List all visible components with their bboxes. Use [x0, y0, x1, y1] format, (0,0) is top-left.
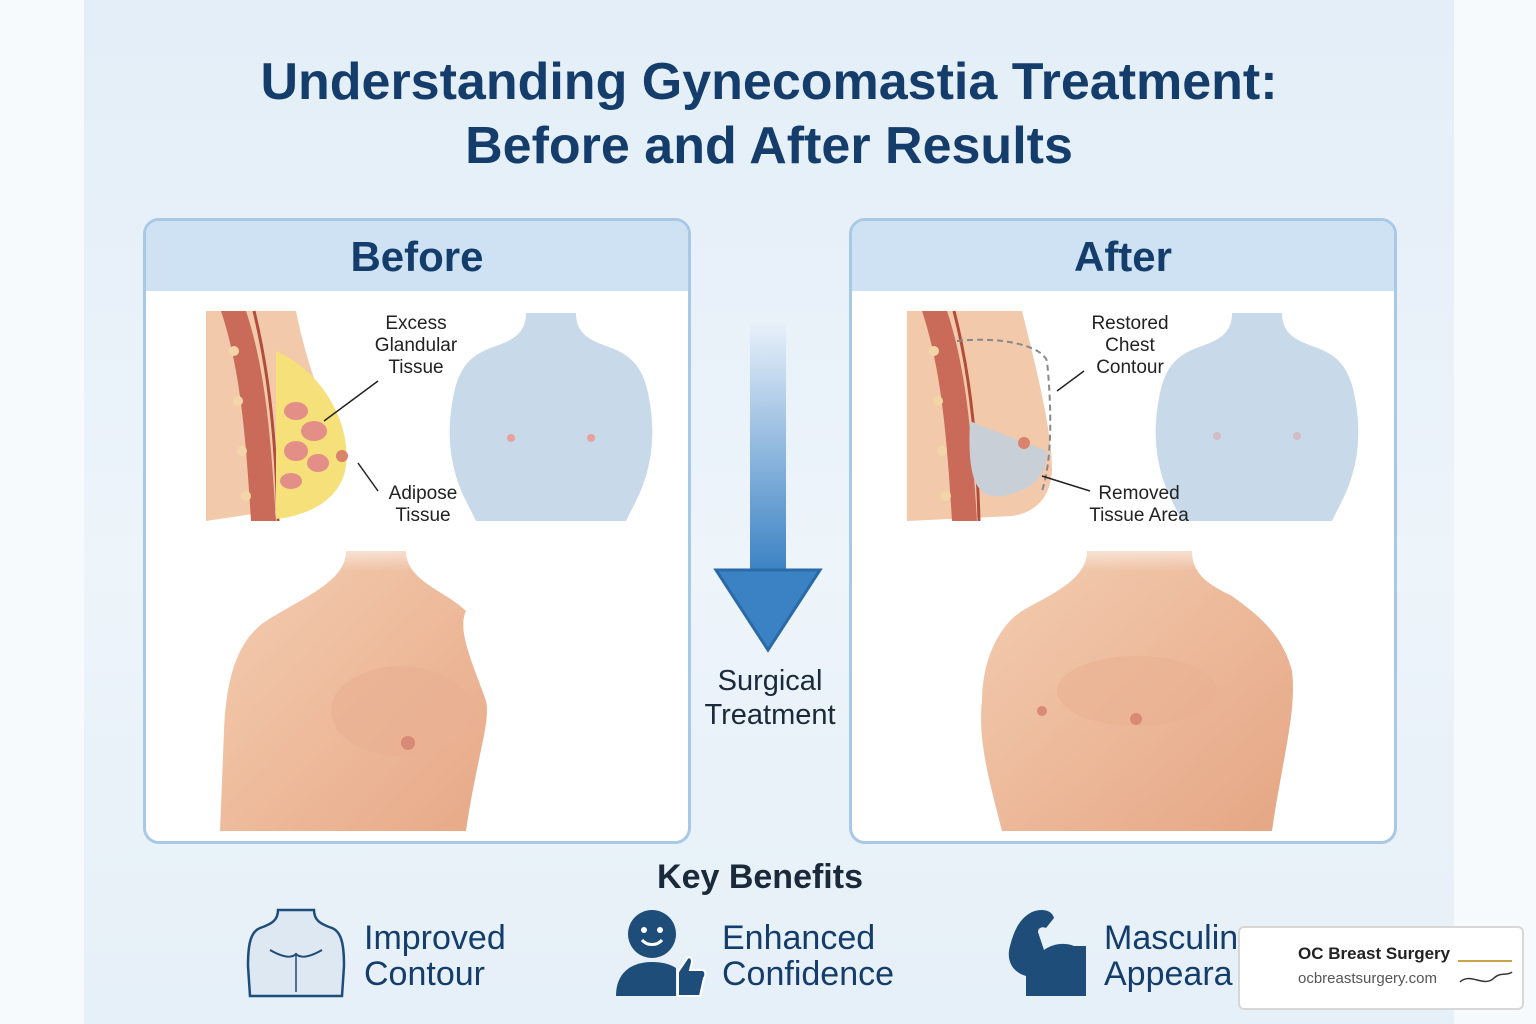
label-removed-tissue: Removed Tissue Area [1089, 483, 1189, 526]
benefit-masculine-appearance: Masculin Appeara [1104, 919, 1239, 993]
label-excess-glandular: Excess Glandular Tissue [374, 313, 458, 378]
title-line-2: Before and After Results [465, 117, 1073, 175]
label-restored-contour: Restored Chest Contour [1091, 313, 1169, 378]
key-benefits-title: Key Benefits [657, 858, 863, 896]
flexed-arm-icon [1008, 910, 1086, 996]
watermark-logo-icon [1454, 942, 1516, 994]
watermark-url: ocbreastsurgery.com [1298, 970, 1437, 987]
label-adipose: Adipose Tissue [388, 483, 458, 526]
after-panel: After [849, 218, 1397, 844]
after-torso-skin [981, 531, 1293, 831]
torso-outline-icon [246, 908, 346, 998]
after-illustration [907, 310, 1359, 831]
before-panel: Before [143, 218, 691, 844]
watermark-name: OC Breast Surgery [1298, 944, 1451, 963]
contour-pointer [1056, 370, 1085, 392]
before-illustration [206, 310, 653, 831]
before-torso-blue [449, 313, 653, 521]
surgical-treatment-label: Surgical Treatment [704, 665, 836, 731]
down-arrow-icon [713, 320, 823, 653]
glandular-pointer [323, 380, 379, 422]
benefit-enhanced-confidence: Enhanced Confidence [722, 919, 895, 993]
after-heading: After [852, 221, 1394, 291]
watermark-card[interactable]: OC Breast Surgery ocbreastsurgery.com [1238, 926, 1524, 1010]
removed-pointer [1041, 475, 1091, 492]
page-title: Understanding Gynecomastia Treatment: Be… [84, 50, 1454, 178]
before-torso-skin [220, 531, 496, 831]
chest-cross-section [907, 310, 1052, 522]
before-heading: Before [146, 221, 688, 291]
after-torso-blue [1155, 313, 1359, 521]
adipose-pointer [357, 462, 379, 492]
breast-cross-section [206, 310, 348, 522]
benefit-improved-contour: Improved Contour [364, 919, 506, 993]
title-line-1: Understanding Gynecomastia Treatment: [260, 53, 1278, 111]
thumbs-up-person-icon [616, 910, 707, 997]
